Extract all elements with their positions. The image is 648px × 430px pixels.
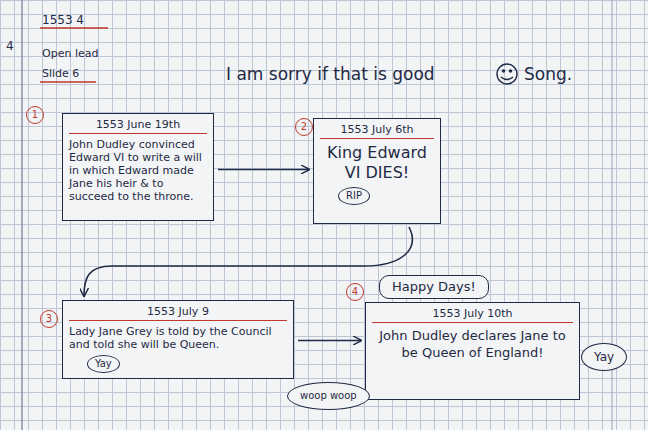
- callout-number: 3: [40, 310, 58, 328]
- event-box: 1553 July 9 Lady Jane Grey is told by the…: [62, 300, 294, 379]
- event-box: 1553 June 19thJohn Dudley convinced Edwa…: [62, 113, 214, 221]
- note-circle: Yay: [87, 355, 120, 373]
- node-text: Yay: [95, 358, 112, 370]
- node-text: Happy Days!: [392, 279, 476, 295]
- node-text: Lady Jane Grey is told by the Council an…: [69, 325, 287, 351]
- node-text: King Edward VI DIES!: [320, 143, 434, 183]
- node-text: woop woop: [300, 389, 357, 403]
- handwritten-note: I am sorry if that is good: [226, 64, 435, 85]
- speech-bubble: Yay: [581, 343, 627, 371]
- event-box: 1553 July 10thJohn Dudley declares Jane …: [365, 302, 580, 400]
- event-box: 1553 July 6thKing Edward VI DIES! RIP: [313, 118, 441, 224]
- arrow-connector: [298, 340, 361, 342]
- smiley-face: [497, 64, 517, 84]
- date-heading: 1553 July 10th: [372, 307, 573, 323]
- node-text: John Dudley convinced Edward VI to write…: [69, 138, 207, 203]
- speech-bubble: woop woop: [287, 382, 370, 410]
- node-text: Yay: [594, 350, 614, 364]
- arrow-connector: [218, 169, 309, 171]
- date-heading: 1553 June 19th: [69, 118, 207, 134]
- red-underline: [40, 81, 96, 83]
- margin-number: 4: [6, 38, 14, 54]
- crossed-note: Slide 6: [42, 66, 79, 81]
- note-text: Open lead: [42, 46, 98, 61]
- handwritten-note: Song.: [524, 64, 572, 85]
- arrow-connector: [84, 227, 412, 296]
- callout-number: 2: [295, 118, 313, 136]
- callout-number: 1: [26, 106, 44, 124]
- date-heading: 1553 July 6th: [320, 123, 434, 139]
- note-circle: RIP: [338, 187, 370, 205]
- node-text: John Dudley declares Jane to be Queen of…: [372, 327, 573, 361]
- crossed-heading: 1553 4: [42, 12, 84, 28]
- red-underline: [40, 27, 108, 29]
- callout-number: 4: [346, 283, 364, 301]
- banner-tab: Happy Days!: [379, 275, 489, 299]
- node-text: RIP: [346, 190, 362, 202]
- date-heading: 1553 July 9: [69, 305, 287, 321]
- margin-line: [21, 0, 23, 430]
